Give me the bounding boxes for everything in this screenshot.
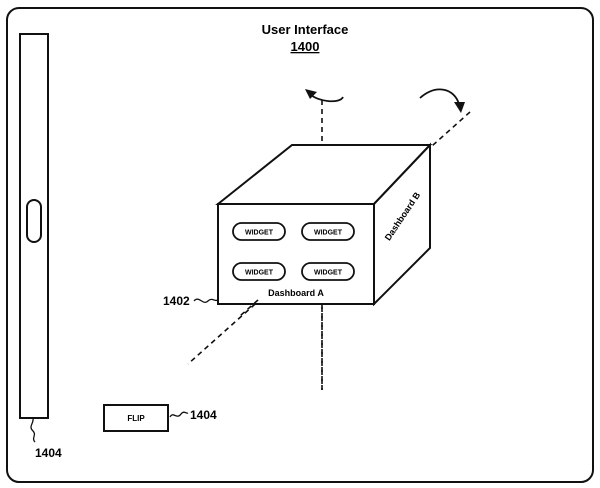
flip-button-box[interactable] — [103, 404, 169, 432]
widget-3-pill[interactable] — [232, 262, 286, 281]
cube-front-face[interactable] — [217, 203, 375, 305]
widget-3[interactable]: WIDGET — [232, 262, 286, 281]
scrollbar-track — [19, 33, 49, 419]
widget-1-pill[interactable] — [232, 222, 286, 241]
dashboard-a-label: Dashboard A — [268, 288, 324, 298]
widget-1[interactable]: WIDGET — [232, 222, 286, 241]
scrollbar-thumb[interactable] — [26, 199, 42, 243]
flip-button[interactable]: FLIP — [103, 404, 169, 432]
flip-button-label: FLIP — [127, 414, 145, 423]
figure-number: 1400 — [291, 39, 320, 54]
widget-1-label: WIDGET — [245, 230, 274, 237]
rotate-left-arrowhead — [305, 89, 317, 99]
widget-4-pill[interactable] — [301, 262, 355, 281]
figure-title: User Interface — [262, 22, 349, 37]
user-interface-frame — [6, 7, 594, 483]
scrollbar-ref-label: 1404 — [35, 446, 62, 460]
diagonal-axis-front-segment — [239, 299, 259, 317]
widget-2-pill[interactable] — [301, 222, 355, 241]
widget-4-label: WIDGET — [314, 270, 343, 277]
rotate-right-arrow[interactable] — [419, 88, 460, 105]
cube-leader-line — [193, 298, 219, 303]
cube-ref-label: 1402 — [163, 294, 190, 308]
widget-2[interactable]: WIDGET — [301, 222, 355, 241]
dashboard-cube[interactable] — [215, 142, 433, 307]
widget-4[interactable]: WIDGET — [301, 262, 355, 281]
widget-3-label: WIDGET — [245, 270, 274, 277]
flip-leader-line — [169, 411, 189, 418]
vertical-scrollbar[interactable] — [19, 33, 49, 419]
widget-2-label: WIDGET — [314, 230, 343, 237]
scrollbar-leader-line — [30, 417, 36, 443]
flip-ref-label: 1404 — [190, 408, 217, 422]
rotate-right-arrowhead — [454, 102, 465, 113]
rotate-left-arrow[interactable] — [309, 93, 344, 103]
